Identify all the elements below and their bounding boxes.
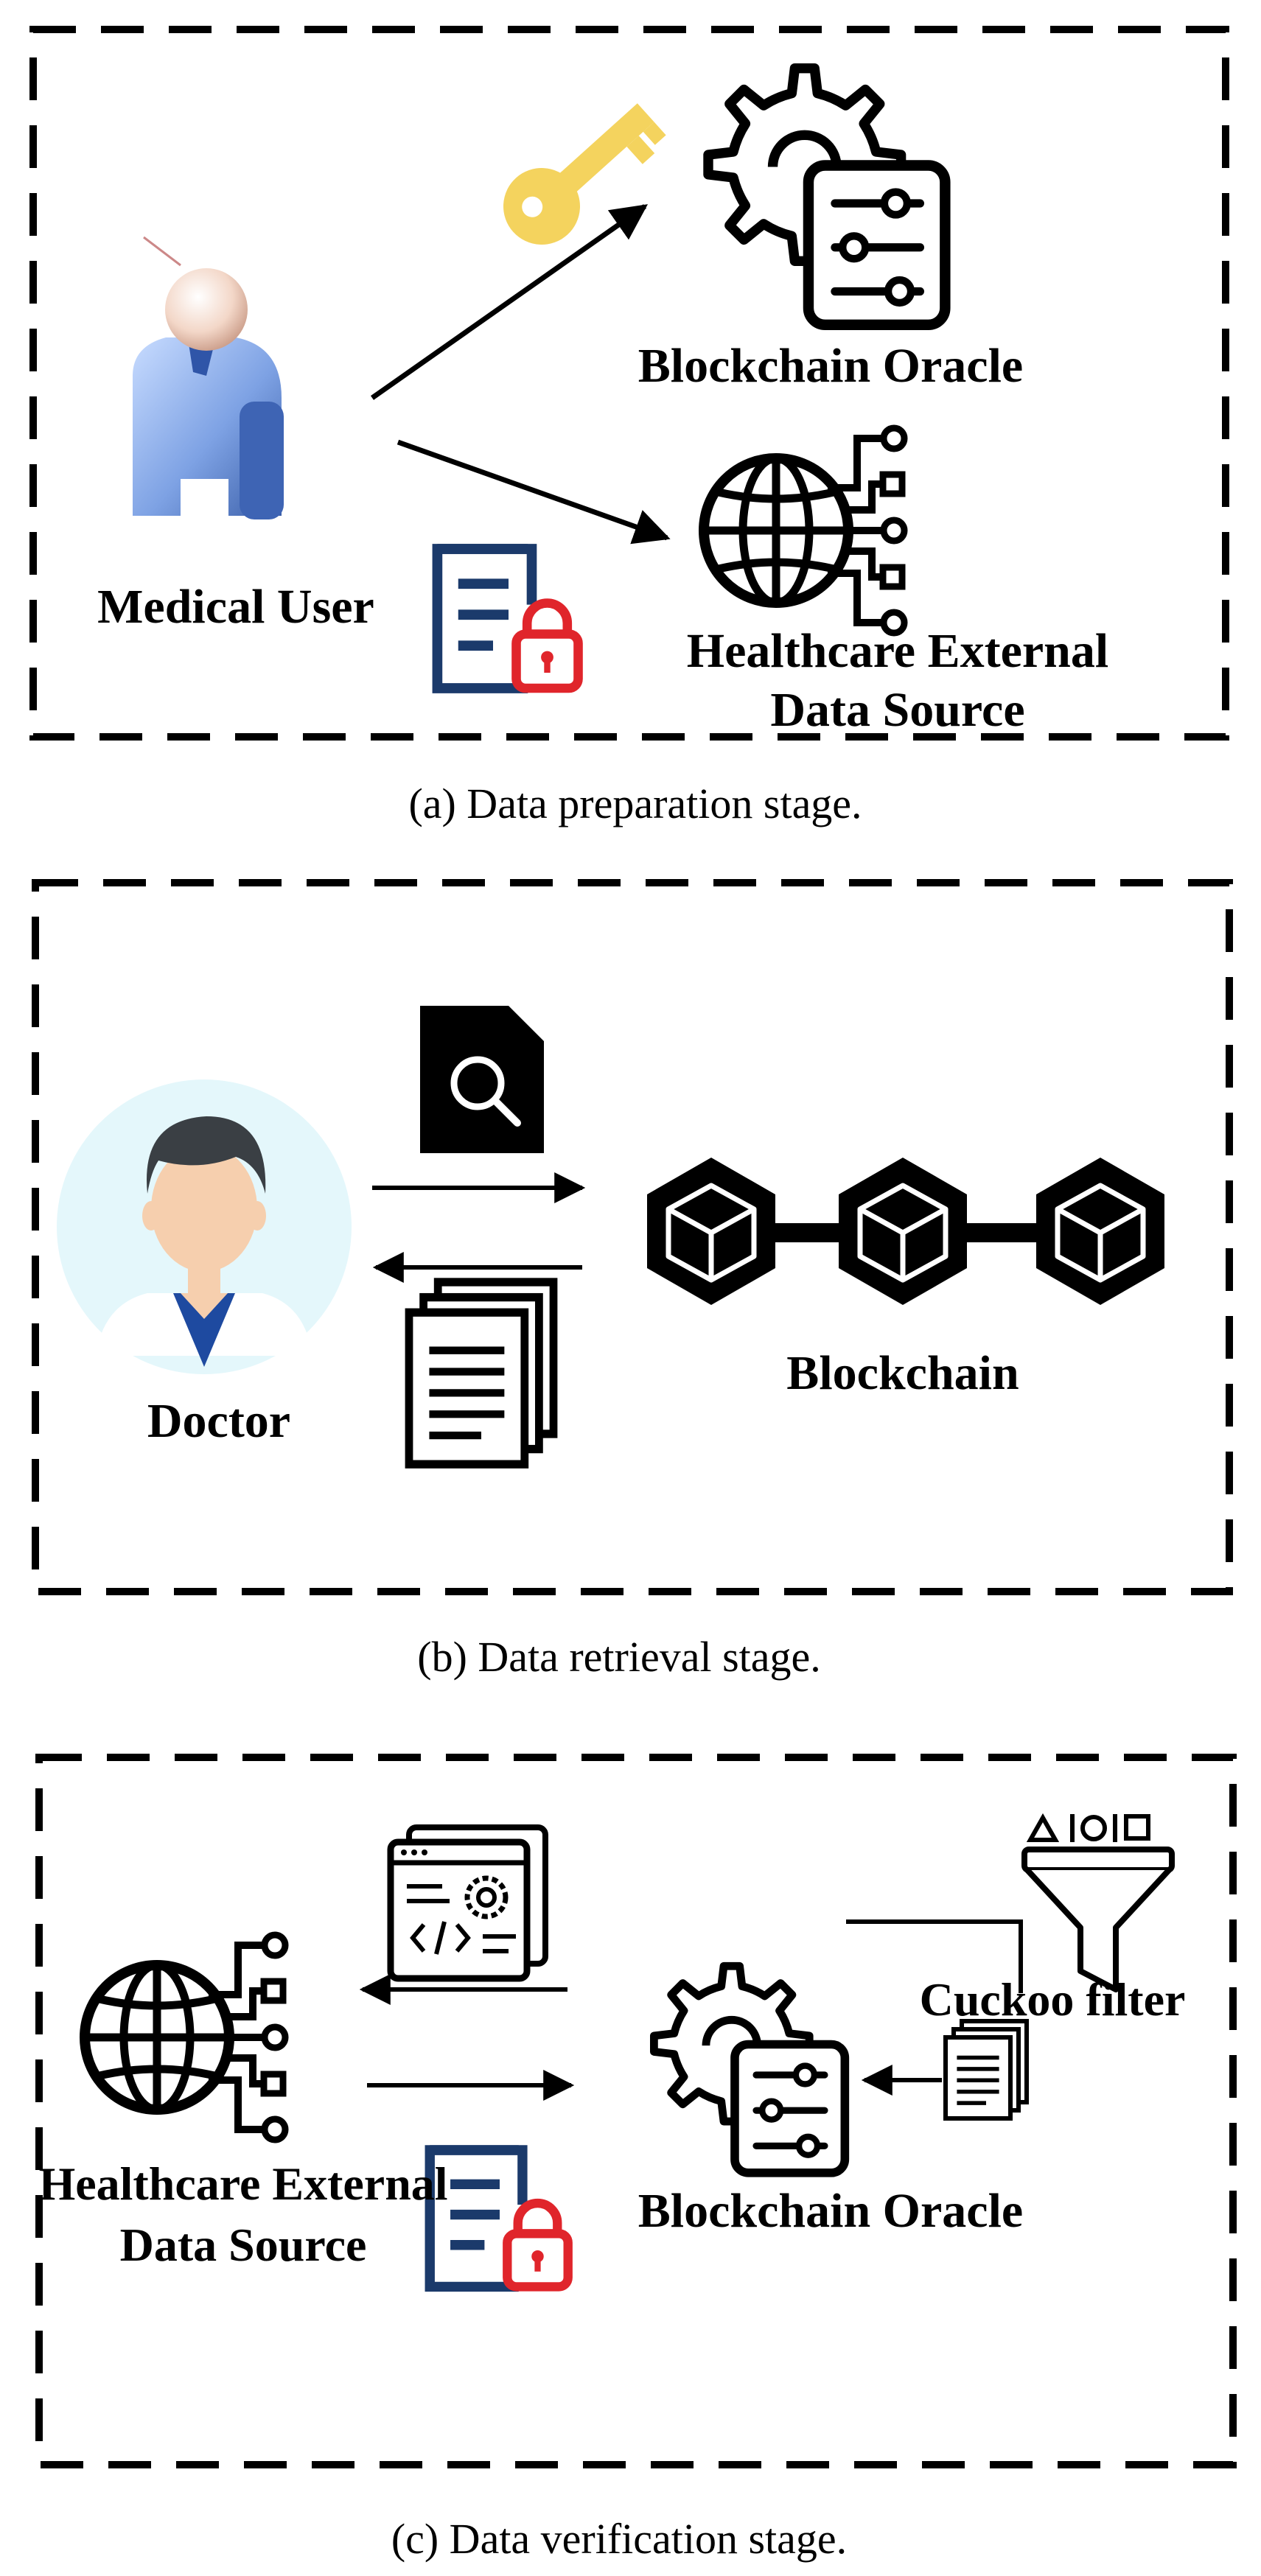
arrow-user-to-external-source bbox=[397, 439, 671, 545]
panel-data-preparation: Blockchain Oracle Medical User Healthcar… bbox=[29, 26, 1229, 741]
oracle-label: Blockchain Oracle bbox=[638, 2184, 1023, 2238]
cuckoo-filter-label: Cuckoo filter bbox=[920, 1973, 1186, 2026]
external-source-label-line1: Healthcare External bbox=[687, 624, 1108, 678]
documents-icon bbox=[409, 1282, 553, 1464]
user-icon bbox=[133, 236, 284, 519]
panel-data-verification: Cuckoo filter Blockchain Oracle Healthca… bbox=[35, 1754, 1237, 2468]
oracle-label: Blockchain Oracle bbox=[638, 339, 1023, 393]
arrow-user-to-oracle bbox=[370, 204, 649, 400]
panel-data-retrieval: Doctor Blockchain bbox=[32, 879, 1233, 1595]
blockchain-cube-icon bbox=[647, 1158, 775, 1305]
search-file-icon bbox=[420, 1006, 544, 1153]
doctor-label: Doctor bbox=[147, 1394, 290, 1448]
blockchain-icon bbox=[647, 1158, 1164, 1305]
documents-icon bbox=[946, 2021, 1027, 2118]
external-source-label-line1: Healthcare External bbox=[38, 2157, 447, 2210]
blockchain-cube-icon bbox=[1036, 1158, 1164, 1305]
gear-control-icon bbox=[654, 1966, 845, 2173]
blockchain-cube-icon bbox=[839, 1158, 967, 1305]
medical-user-label: Medical User bbox=[97, 580, 374, 634]
doctor-icon bbox=[57, 1079, 352, 1374]
caption-b: (b) Data retrieval stage. bbox=[417, 1633, 821, 1681]
locked-document-icon bbox=[430, 2150, 567, 2286]
cuckoo-connector-line bbox=[846, 1919, 1023, 1993]
globe-network-icon bbox=[85, 1935, 285, 2140]
blockchain-label: Blockchain bbox=[786, 1346, 1019, 1400]
locked-document-icon bbox=[437, 549, 578, 688]
caption-a: (a) Data preparation stage. bbox=[408, 780, 862, 827]
funnel-filter-icon bbox=[1021, 1813, 1175, 1992]
external-source-label-line2: Data Source bbox=[120, 2219, 367, 2271]
globe-network-icon bbox=[704, 428, 904, 633]
gear-control-icon bbox=[708, 69, 945, 325]
caption-c: (c) Data verification stage. bbox=[391, 2515, 847, 2563]
web-code-settings-icon bbox=[387, 1824, 548, 1982]
external-source-label-line2: Data Source bbox=[770, 683, 1024, 737]
key-icon bbox=[503, 103, 666, 245]
